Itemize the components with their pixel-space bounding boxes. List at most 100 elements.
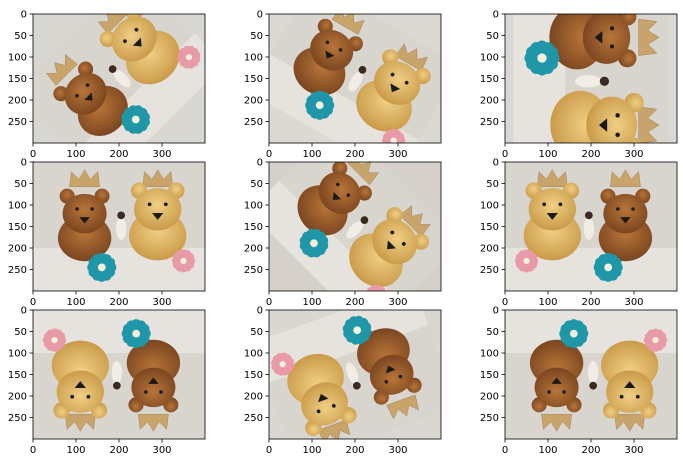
y-tick-label: 0 <box>21 158 27 169</box>
y-tick-label: 50 <box>486 179 499 190</box>
x-tick-label: 0 <box>266 445 272 456</box>
x-tick-label: 200 <box>345 297 364 308</box>
rosette <box>593 252 623 282</box>
y-tick-label: 200 <box>244 96 263 107</box>
y-tick-label: 100 <box>480 349 499 360</box>
crown <box>638 18 660 56</box>
y-tick-label: 200 <box>8 244 27 255</box>
x-tick-label: 0 <box>502 149 508 160</box>
y-tick-label: 200 <box>480 96 499 107</box>
light-bear <box>601 340 659 419</box>
rosette <box>121 105 150 134</box>
y-tick-label: 100 <box>8 349 27 360</box>
y-tick-label: 150 <box>8 370 27 381</box>
rosette <box>381 128 406 143</box>
y-tick-label: 200 <box>8 392 27 403</box>
y-tick-label: 250 <box>8 265 27 276</box>
y-tick-label: 150 <box>8 74 27 85</box>
x-tick-label: 300 <box>388 297 407 308</box>
y-tick-label: 150 <box>244 74 263 85</box>
crown <box>97 14 130 35</box>
y-tick-label: 0 <box>21 10 27 21</box>
light-bear <box>99 14 180 85</box>
child-figure <box>346 362 359 384</box>
dark-bear <box>57 188 112 262</box>
rosette <box>87 252 117 282</box>
child-figure <box>346 220 364 239</box>
child-figure <box>583 217 595 240</box>
crown <box>138 414 169 432</box>
rosette <box>342 315 372 345</box>
x-tick-label: 100 <box>66 297 85 308</box>
y-tick-label: 100 <box>8 53 27 64</box>
x-tick-label: 0 <box>30 297 36 308</box>
x-tick-label: 200 <box>581 149 600 160</box>
y-tick-label: 150 <box>480 222 499 233</box>
dark-bear <box>357 328 422 405</box>
dark-bear <box>529 339 584 413</box>
x-tick-label: 0 <box>266 149 272 160</box>
rosette <box>514 249 539 273</box>
x-tick-label: 200 <box>109 445 128 456</box>
y-tick-label: 100 <box>244 53 263 64</box>
light-bear <box>287 353 357 436</box>
dark-bear <box>126 339 181 413</box>
x-tick-label: 0 <box>266 297 272 308</box>
x-tick-label: 300 <box>624 149 643 160</box>
dark-bear <box>53 61 128 136</box>
y-tick-label: 250 <box>244 413 263 424</box>
image-panel <box>269 310 441 439</box>
rosette <box>524 40 560 76</box>
light-bear <box>51 340 109 419</box>
x-tick-label: 200 <box>109 297 128 308</box>
rosette <box>177 45 201 69</box>
x-tick-label: 300 <box>152 149 171 160</box>
x-tick-label: 100 <box>538 445 557 456</box>
crown <box>386 394 419 420</box>
x-tick-label: 200 <box>581 297 600 308</box>
light-bear <box>349 207 430 288</box>
x-tick-label: 300 <box>152 445 171 456</box>
y-tick-label: 0 <box>493 10 499 21</box>
y-tick-label: 50 <box>250 327 263 338</box>
x-tick-label: 0 <box>502 297 508 308</box>
x-tick-label: 200 <box>581 445 600 456</box>
y-tick-label: 200 <box>244 244 263 255</box>
x-tick-label: 300 <box>152 297 171 308</box>
light-bear <box>356 49 431 132</box>
y-tick-label: 150 <box>480 370 499 381</box>
child-figure <box>115 217 127 240</box>
rosette <box>305 90 335 120</box>
y-tick-label: 250 <box>8 117 27 128</box>
y-tick-label: 50 <box>14 327 27 338</box>
child-figure <box>587 361 599 384</box>
rosette <box>643 328 668 352</box>
image-panel <box>33 310 205 439</box>
y-tick-label: 200 <box>8 96 27 107</box>
dark-bear <box>598 188 653 262</box>
x-tick-label: 300 <box>624 445 643 456</box>
x-tick-label: 100 <box>302 445 321 456</box>
image-panel <box>33 162 205 291</box>
y-tick-label: 150 <box>8 222 27 233</box>
y-tick-label: 0 <box>257 158 263 169</box>
y-tick-label: 150 <box>244 222 263 233</box>
crown <box>69 169 100 187</box>
y-tick-label: 200 <box>480 392 499 403</box>
x-tick-label: 100 <box>66 445 85 456</box>
y-tick-label: 100 <box>480 201 499 212</box>
image-panel <box>505 162 677 291</box>
y-tick-label: 50 <box>486 327 499 338</box>
y-tick-label: 150 <box>480 74 499 85</box>
x-tick-label: 300 <box>388 149 407 160</box>
x-tick-label: 100 <box>302 149 321 160</box>
y-tick-label: 250 <box>244 265 263 276</box>
x-tick-label: 200 <box>345 445 364 456</box>
y-tick-label: 50 <box>486 31 499 42</box>
rosette <box>559 319 589 349</box>
image-panel <box>269 162 441 291</box>
dark-bear <box>297 162 372 236</box>
y-tick-label: 200 <box>480 244 499 255</box>
y-tick-label: 250 <box>480 265 499 276</box>
